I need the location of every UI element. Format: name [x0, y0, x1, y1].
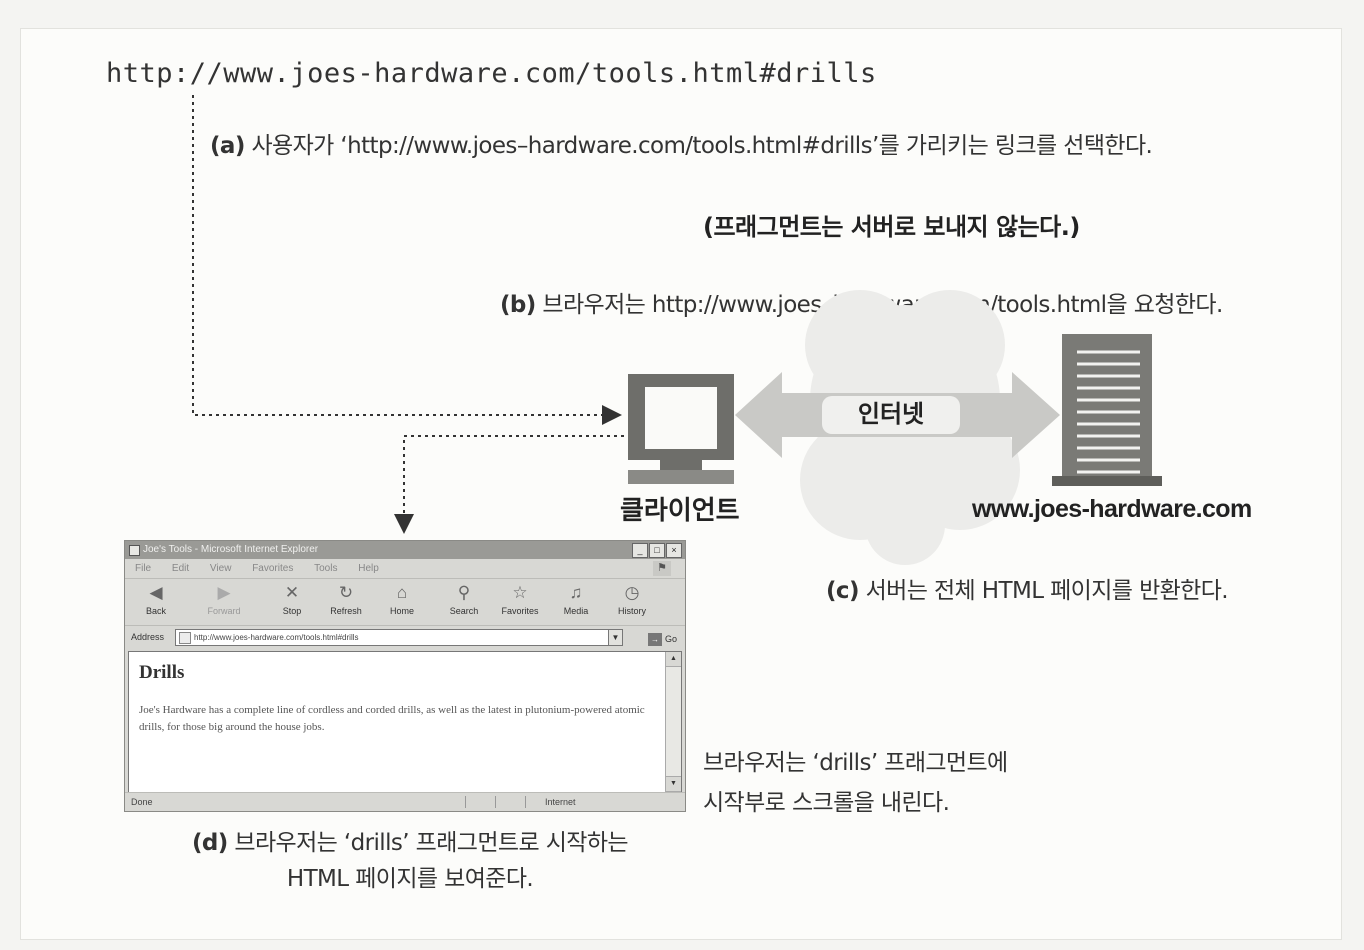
scroll-note: 브라우저는 ‘drills’ 프래그먼트에 시작부로 스크롤을 내린다.: [703, 743, 1008, 823]
browser-titlebar: Joe's Tools - Microsoft Internet Explore…: [125, 541, 685, 559]
browser-menubar: File Edit View Favorites Tools Help ⚑: [125, 560, 685, 579]
fragment-url: http://www.joes-hardware.com/tools.html#…: [106, 58, 877, 89]
step-d-line1: 브라우저는 ‘drills’ 프래그먼트로 시작하는: [234, 830, 628, 856]
search-icon: ⚲: [457, 583, 471, 602]
client-computer-icon: [628, 374, 734, 484]
step-b-label: (b): [500, 292, 536, 318]
scroll-down-icon[interactable]: ▼: [666, 776, 681, 792]
history-icon: ◷: [624, 583, 640, 602]
client-label: 클라이언트: [620, 495, 740, 525]
status-zone: Internet: [545, 797, 576, 807]
favorites-icon: ☆: [512, 583, 528, 602]
server-icon: [1052, 334, 1162, 486]
ie-page-icon: [129, 545, 140, 556]
refresh-button[interactable]: ↻ Refresh: [321, 583, 371, 616]
client-to-browser-connector: [394, 435, 624, 534]
back-label: Back: [145, 606, 166, 616]
search-label: Search: [449, 606, 479, 616]
step-a-caption: (a) 사용자가 ‘http://www.joes–hardware.com/t…: [210, 126, 1153, 160]
refresh-label: Refresh: [330, 606, 362, 616]
address-bar: Address http://www.joes-hardware.com/too…: [125, 627, 685, 647]
vertical-scrollbar[interactable]: ▲ ▼: [665, 652, 681, 792]
menu-tools[interactable]: Tools: [314, 563, 338, 574]
back-icon: ◀: [149, 583, 163, 602]
browser-title: Joe's Tools - Microsoft Internet Explore…: [143, 544, 319, 555]
close-button[interactable]: ×: [666, 543, 682, 558]
url-to-client-connector: [192, 95, 622, 425]
address-input[interactable]: http://www.joes-hardware.com/tools.html#…: [175, 629, 611, 646]
menu-file[interactable]: File: [135, 563, 152, 574]
back-button[interactable]: ◀ Back: [131, 583, 181, 616]
forward-button[interactable]: ▶ Forward: [199, 583, 249, 616]
menu-edit[interactable]: Edit: [171, 563, 190, 574]
favorites-button[interactable]: ☆ Favorites: [495, 583, 545, 616]
menu-view[interactable]: View: [209, 563, 232, 574]
address-dropdown-icon[interactable]: ▼: [608, 629, 623, 646]
step-d-caption: (d) 브라우저는 ‘drills’ 프래그먼트로 시작하는 HTML 페이지를…: [150, 825, 670, 897]
scroll-note-line1: 브라우저는 ‘drills’ 프래그먼트에: [703, 750, 1008, 776]
refresh-icon: ↻: [338, 583, 354, 602]
home-label: Home: [389, 606, 414, 616]
step-d-label: (d): [192, 830, 228, 856]
status-bar: Done Internet: [125, 792, 685, 811]
home-icon: ⌂: [396, 583, 408, 602]
scroll-up-icon[interactable]: ▲: [666, 652, 681, 667]
media-label: Media: [563, 606, 589, 616]
stop-button[interactable]: ✕ Stop: [267, 583, 317, 616]
step-c-text: 서버는 전체 HTML 페이지를 반환한다.: [865, 578, 1229, 604]
go-label: Go: [664, 634, 677, 644]
media-button[interactable]: ♫ Media: [551, 583, 601, 616]
browser-toolbar: ◀ Back ▶ Forward ✕ Stop ↻ Refresh ⌂ Home ⚲ Sea…: [125, 579, 685, 626]
forward-icon: ▶: [217, 583, 231, 602]
search-button[interactable]: ⚲ Search: [439, 583, 489, 616]
step-a-label: (a): [210, 133, 245, 159]
maximize-button[interactable]: □: [649, 543, 665, 558]
internet-cloud: [800, 290, 1020, 565]
stop-label: Stop: [282, 606, 302, 616]
server-label: www.joes-hardware.com: [972, 495, 1252, 523]
step-d-line2: HTML 페이지를 보여준다.: [286, 866, 534, 892]
status-done: Done: [131, 797, 153, 807]
menu-favorites[interactable]: Favorites: [252, 563, 294, 574]
browser-window: Joe's Tools - Microsoft Internet Explore…: [124, 540, 686, 812]
step-c-caption: (c) 서버는 전체 HTML 페이지를 반환한다.: [826, 571, 1229, 605]
home-button[interactable]: ⌂ Home: [377, 583, 427, 616]
step-a-text: 사용자가 ‘http://www.joes–hardware.com/tools…: [251, 133, 1153, 159]
forward-label: Forward: [207, 606, 241, 616]
scroll-note-line2: 시작부로 스크롤을 내린다.: [703, 790, 950, 816]
favorites-label: Favorites: [501, 606, 539, 616]
page-content: Drills Joe's Hardware has a complete lin…: [128, 651, 682, 793]
history-button[interactable]: ◷ History: [607, 583, 657, 616]
stop-icon: ✕: [284, 583, 300, 602]
address-value: http://www.joes-hardware.com/tools.html#…: [194, 633, 359, 642]
internet-label: 인터넷: [857, 401, 925, 428]
page-text: Joe's Hardware has a complete line of co…: [139, 704, 645, 733]
go-button[interactable]: →Go: [647, 629, 677, 649]
go-arrow-icon: →: [647, 633, 662, 646]
fragment-note: (프래그먼트는 서버로 보내지 않는다.): [703, 213, 1080, 241]
windows-logo-icon: ⚑: [653, 561, 671, 576]
menu-help[interactable]: Help: [358, 563, 379, 574]
media-icon: ♫: [569, 583, 583, 602]
step-c-label: (c): [826, 578, 859, 604]
page-icon: [179, 632, 191, 644]
minimize-button[interactable]: _: [632, 543, 648, 558]
page-heading: Drills: [139, 662, 185, 683]
address-label: Address: [131, 632, 165, 642]
history-label: History: [617, 606, 646, 616]
